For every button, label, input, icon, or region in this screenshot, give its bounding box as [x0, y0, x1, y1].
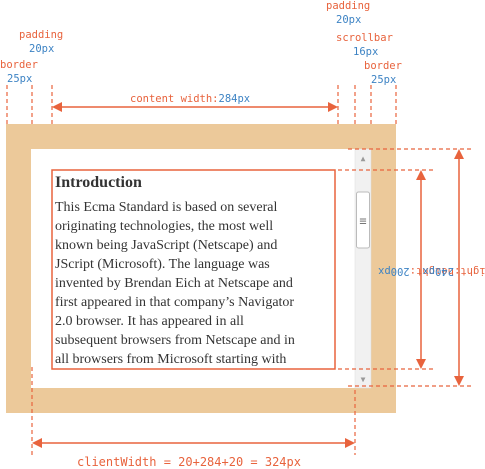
padding-right-value: 20px	[336, 14, 361, 26]
content-width-value: 284px	[219, 93, 251, 105]
top-guides	[6, 85, 397, 126]
border-right-label: border	[364, 60, 402, 72]
scroll-up-arrow-icon[interactable]: ▲	[361, 154, 366, 163]
padding-box	[31, 149, 371, 388]
height-inner-name: height:	[410, 265, 454, 277]
scrollbar-track[interactable]	[354, 148, 372, 389]
scrollbar-label: scrollbar	[336, 32, 393, 44]
height-outer-value: 240px	[422, 265, 454, 277]
border-left-label: border	[0, 59, 38, 71]
document-heading: Introduction	[55, 174, 142, 191]
document-body: This Ecma Standard is based on several o…	[55, 200, 295, 367]
height-inner-value: 200px	[378, 265, 410, 277]
scrollbar-value: 16px	[353, 46, 378, 58]
body-line: first appeared in that company’s Navigat…	[55, 295, 294, 310]
padding-right-label: padding	[326, 0, 370, 12]
height-outer-label: ight:240px	[422, 265, 485, 277]
content-width-label[interactable]: content width:284px	[130, 93, 250, 105]
body-line: JScript (Microsoft). The language was	[55, 257, 270, 272]
body-line: 2.0 browser. It has appeared in all	[55, 314, 244, 329]
content-box	[51, 169, 336, 370]
right-guides	[338, 148, 472, 387]
body-line: This Ecma Standard is based on several	[55, 200, 277, 215]
scrollbar-grip-icon: ≡	[359, 214, 366, 228]
body-line: all browsers from Microsoft starting wit…	[55, 352, 286, 367]
body-line: known being JavaScript (Netscape) and	[55, 238, 277, 253]
scrollbar-thumb[interactable]	[356, 191, 370, 249]
body-line: invented by Brendan Eich at Netscape and	[55, 276, 293, 291]
body-line: subsequent browsers from Netscape and in	[55, 333, 295, 348]
height-inner-label: height:200px	[378, 265, 454, 277]
height-outer-name: ight:	[454, 265, 485, 277]
border-left-value: 25px	[7, 73, 32, 85]
scrollbar[interactable]: ▲ ≡ ▼	[354, 148, 372, 389]
scroll-down-arrow-icon[interactable]: ▼	[361, 375, 366, 384]
content-width-name: content width:	[130, 93, 219, 105]
padding-left-label: padding	[19, 29, 63, 41]
padding-left-value: 20px	[29, 43, 54, 55]
client-width-label: clientWidth = 20+284+20 = 324px	[77, 455, 301, 469]
border-right-value: 25px	[371, 74, 396, 86]
body-line: originating technologies, the most well	[55, 219, 273, 234]
